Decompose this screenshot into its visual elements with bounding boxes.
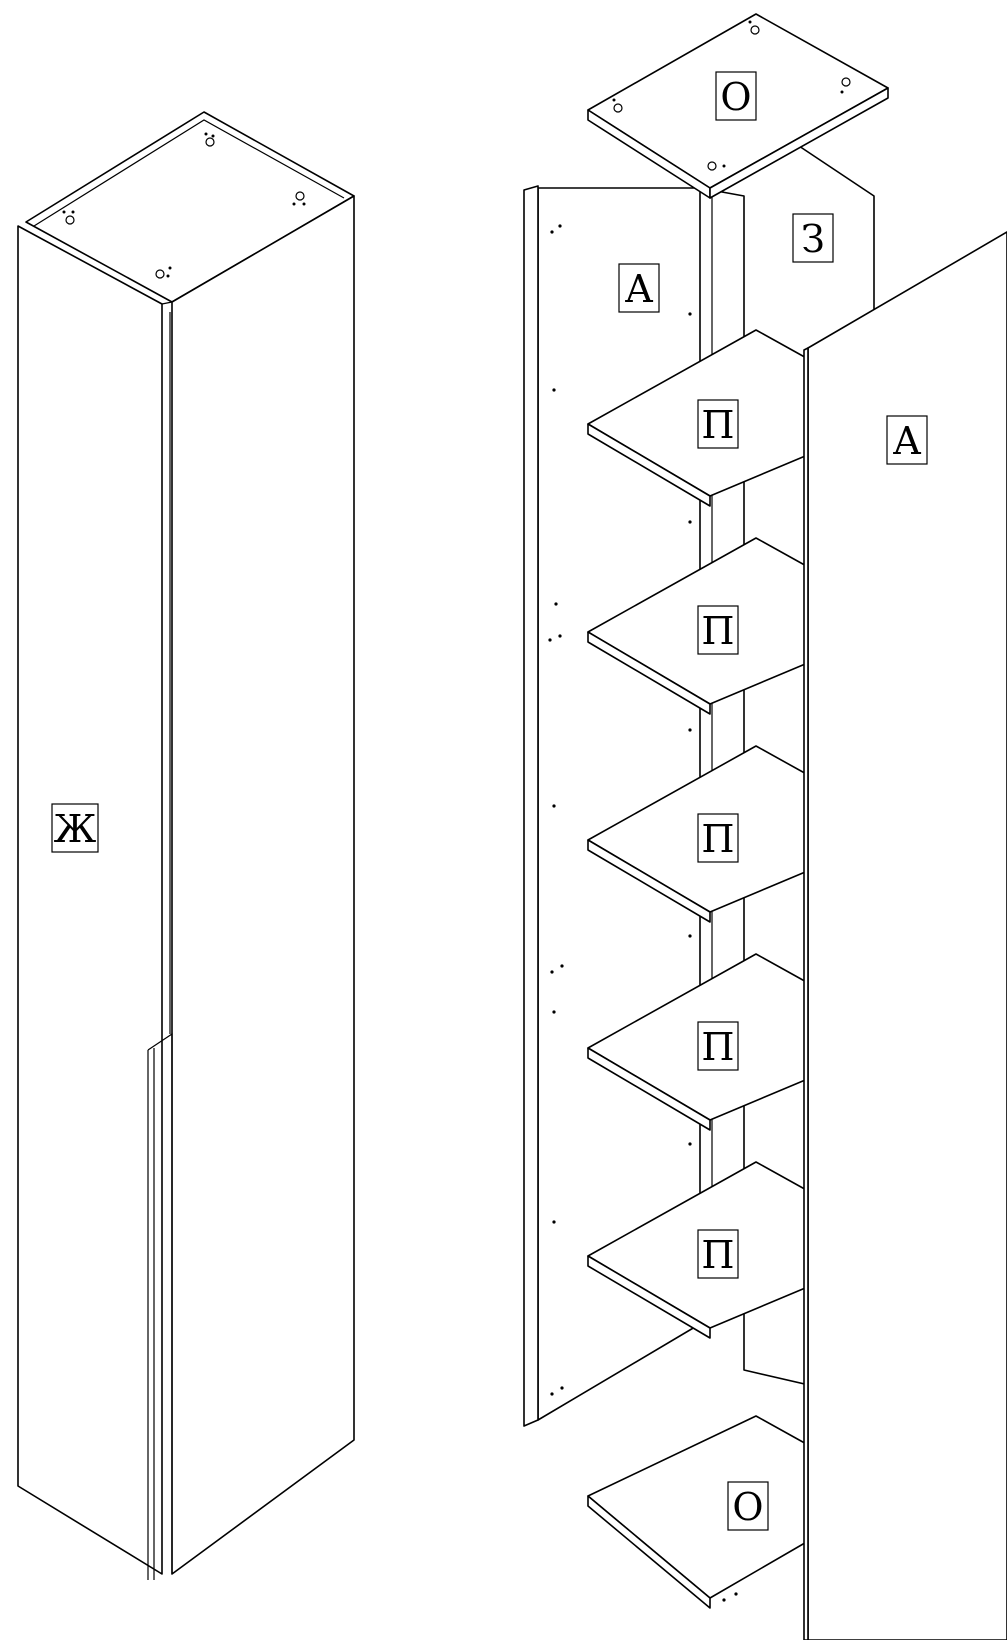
label-shelf-5: П bbox=[701, 1233, 734, 1277]
label-shelf-3: П bbox=[701, 817, 734, 861]
exploded-view: З А О bbox=[523, 13, 1007, 1640]
shelf-1: П bbox=[587, 329, 811, 507]
label-shelf-4: П bbox=[701, 1025, 734, 1069]
side-panel-right: А bbox=[803, 231, 1007, 1640]
label-shelf-1: П bbox=[701, 403, 734, 447]
top-holes bbox=[62, 132, 306, 279]
left-panel-holes bbox=[548, 224, 692, 1396]
cabinet-door bbox=[17, 225, 163, 1575]
shelf-4: П bbox=[587, 953, 811, 1131]
label-front-door: Ж bbox=[54, 807, 97, 851]
shelf-3: П bbox=[587, 745, 811, 923]
assembled-cabinet: Ж bbox=[17, 111, 355, 1580]
label-side-right: А bbox=[893, 419, 922, 463]
door-handle-groove bbox=[147, 1032, 173, 1574]
label-side-left: А bbox=[625, 267, 654, 311]
bottom-panel: О bbox=[587, 1415, 811, 1609]
top-panel: О bbox=[587, 13, 889, 199]
shelf-5: П bbox=[587, 1161, 811, 1339]
cabinet-side-face bbox=[171, 195, 355, 1575]
label-top-panel: О bbox=[720, 75, 751, 119]
label-shelf-2: П bbox=[701, 609, 734, 653]
label-bottom-panel: О bbox=[732, 1485, 763, 1529]
shelf-2: П bbox=[587, 537, 811, 715]
label-back-panel: З bbox=[801, 217, 825, 261]
